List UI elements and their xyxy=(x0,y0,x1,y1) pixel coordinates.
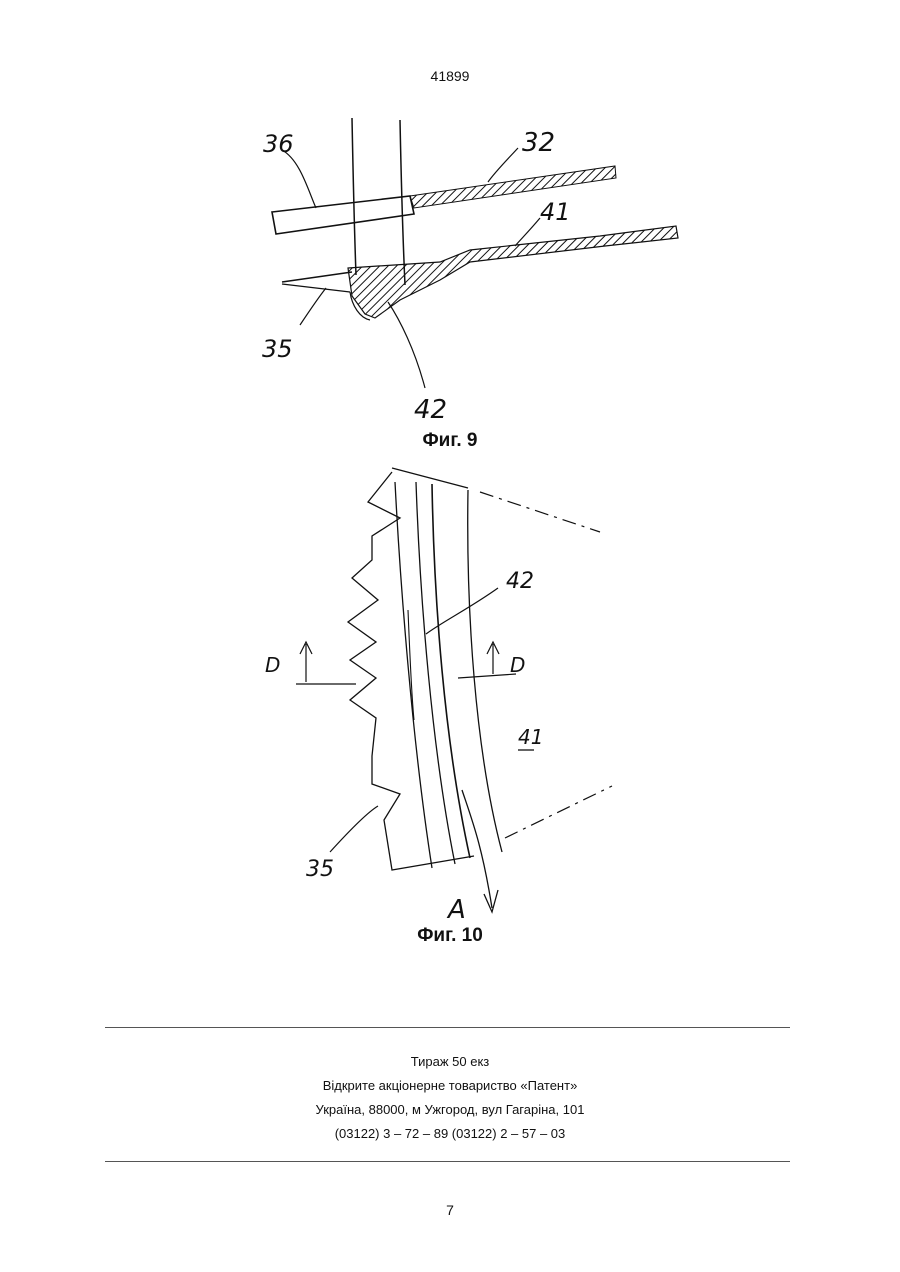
label-36: 36 xyxy=(263,130,294,158)
figure-10-drawing: 42 D D 41 35 A xyxy=(0,460,900,930)
imprint-block: Тираж 50 екз Відкрите акціонерне товарис… xyxy=(0,1050,900,1146)
figure-10-caption: Фиг. 10 xyxy=(0,925,900,947)
label-35: 35 xyxy=(262,335,293,363)
top-divider xyxy=(105,1027,790,1028)
label-42: 42 xyxy=(414,395,447,425)
figure-9-caption: Фиг. 9 xyxy=(0,430,900,452)
bottom-divider xyxy=(105,1161,790,1162)
label-42-fig10: 42 xyxy=(506,569,534,594)
label-41-fig10: 41 xyxy=(518,725,543,749)
imprint-address: Україна, 88000, м Ужгород, вул Гагаріна,… xyxy=(0,1098,900,1122)
imprint-phones: (03122) 3 – 72 – 89 (03122) 2 – 57 – 03 xyxy=(0,1122,900,1146)
page-number: 7 xyxy=(0,1202,900,1218)
label-35-fig10: 35 xyxy=(306,857,334,882)
figure-9-drawing: 36 32 41 35 42 xyxy=(0,0,900,460)
label-41: 41 xyxy=(540,198,571,226)
label-32: 32 xyxy=(522,128,555,158)
label-a: A xyxy=(446,895,466,925)
label-d-right: D xyxy=(510,653,525,677)
imprint-publisher: Відкрите акціонерне товариство «Патент» xyxy=(0,1074,900,1098)
label-d-left: D xyxy=(265,653,280,677)
imprint-circulation: Тираж 50 екз xyxy=(0,1050,900,1074)
